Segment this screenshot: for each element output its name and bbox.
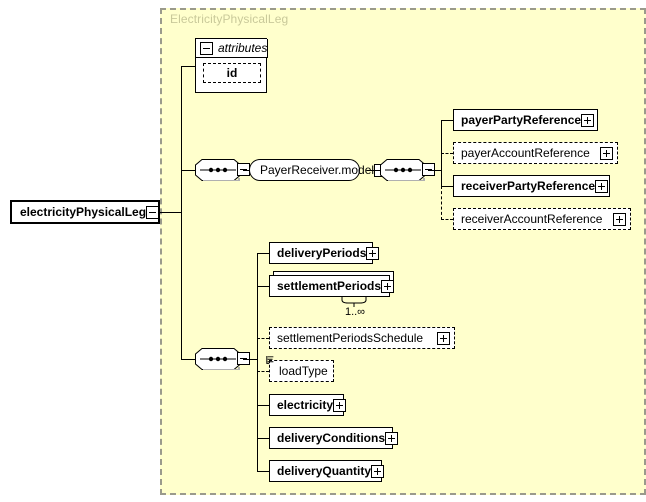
element-label: payerAccountReference	[461, 146, 590, 160]
expand-icon[interactable]	[595, 179, 609, 193]
element-label: deliveryPeriods	[277, 246, 367, 260]
connector-to-deliveryPeriods	[257, 253, 269, 254]
element-payerAccountReference[interactable]: payerAccountReference	[453, 142, 621, 167]
settlementPeriods-occurrence-label: 1..∞	[344, 306, 366, 318]
connector-to-seq-bottom	[181, 359, 195, 360]
connector-model-to-seq	[367, 170, 380, 171]
attribute-id[interactable]: id	[203, 63, 264, 86]
element-loadType[interactable]: loadType	[266, 356, 337, 385]
connector-to-loadType	[257, 371, 269, 372]
expand-icon[interactable]	[381, 279, 395, 293]
model-group-title: ElectricityPhysicalLeg	[170, 12, 289, 26]
sequence-compositor-bottom[interactable]	[195, 348, 250, 370]
connector-root-spine	[181, 66, 182, 359]
sequence-icon	[380, 159, 426, 181]
settlementPeriods-occurrence-brace	[341, 297, 367, 307]
element-deliveryQuantity[interactable]: deliveryQuantity	[269, 460, 385, 485]
connector-to-electricity	[257, 405, 269, 406]
element-deliveryPeriods[interactable]: deliveryPeriods	[269, 242, 380, 267]
connector-seq-top-to-model	[243, 170, 249, 171]
element-label: deliveryQuantity	[277, 464, 372, 478]
model-reference-label: PayerReceiver.model	[260, 163, 375, 177]
element-settlementPeriods[interactable]: settlementPeriods	[269, 275, 395, 300]
root-element-label: electricityPhysicalLeg	[20, 205, 147, 219]
attribute-id-label: id	[226, 66, 238, 80]
connector-to-deliveryQuantity	[257, 471, 269, 472]
enumeration-icon	[266, 356, 274, 364]
connector-leg-spine	[257, 253, 258, 472]
attributes-header-label: attributes	[218, 41, 268, 55]
expand-icon[interactable]	[600, 146, 613, 160]
sequence-icon	[195, 159, 241, 181]
attributes-header[interactable]: attributes	[196, 39, 268, 58]
expand-icon[interactable]	[581, 113, 595, 127]
connector-to-deliveryConditions	[257, 438, 269, 439]
connector-root-stub	[160, 212, 181, 213]
connector-to-attributes	[181, 66, 195, 67]
sequence-model-collapse-icon[interactable]	[422, 163, 435, 176]
attributes-box: attributes	[195, 38, 270, 96]
expand-icon[interactable]	[437, 331, 450, 345]
sequence-top-collapse-icon[interactable]	[237, 163, 250, 176]
connector-seq-bottom-stub	[243, 359, 257, 360]
connector-to-seq-top	[181, 170, 195, 171]
element-deliveryConditions[interactable]: deliveryConditions	[269, 427, 399, 452]
element-payerPartyReference[interactable]: payerPartyReference	[453, 109, 601, 134]
expand-icon[interactable]	[613, 212, 626, 226]
element-label: receiverPartyReference	[461, 179, 596, 193]
element-label: settlementPeriodsSchedule	[277, 331, 424, 345]
expand-icon[interactable]	[366, 246, 380, 260]
sequence-compositor-top[interactable]	[195, 159, 250, 181]
connector-payerreceiver-spine-dashed	[441, 186, 442, 220]
expand-icon[interactable]	[371, 464, 385, 478]
sequence-bottom-collapse-icon[interactable]	[237, 352, 250, 365]
element-settlementPeriodsSchedule[interactable]: settlementPeriodsSchedule	[269, 327, 458, 352]
connector-to-receiverPartyReference	[441, 186, 453, 187]
connector-to-payerAccountReference	[441, 153, 453, 154]
element-label: loadType	[279, 364, 328, 378]
element-receiverPartyReference[interactable]: receiverPartyReference	[453, 175, 613, 200]
element-receiverAccountReference[interactable]: receiverAccountReference	[453, 208, 634, 233]
connector-to-settlementPeriodsSchedule	[257, 338, 269, 339]
element-electricity[interactable]: electricity	[269, 394, 347, 419]
model-reference-PayerReceiver[interactable]: PayerReceiver.model	[249, 159, 388, 184]
connector-to-receiverAccountReference	[441, 219, 453, 220]
connector-seq-model-stub	[428, 170, 441, 171]
sequence-icon	[195, 348, 241, 370]
connector-to-payerPartyReference	[441, 120, 453, 121]
element-label: settlementPeriods	[277, 279, 382, 293]
root-collapse-icon[interactable]	[146, 205, 160, 219]
expand-icon[interactable]	[333, 398, 347, 412]
connector-to-settlementPeriods	[257, 286, 269, 287]
attributes-collapse-icon[interactable]	[200, 41, 213, 55]
element-label: deliveryConditions	[277, 431, 386, 445]
element-label: receiverAccountReference	[461, 212, 603, 226]
root-element-electricityPhysicalLeg[interactable]: electricityPhysicalLeg	[10, 200, 163, 227]
expand-icon[interactable]	[385, 431, 399, 445]
element-label: payerPartyReference	[461, 113, 582, 127]
sequence-compositor-model[interactable]	[380, 159, 435, 181]
element-label: electricity	[277, 398, 334, 412]
